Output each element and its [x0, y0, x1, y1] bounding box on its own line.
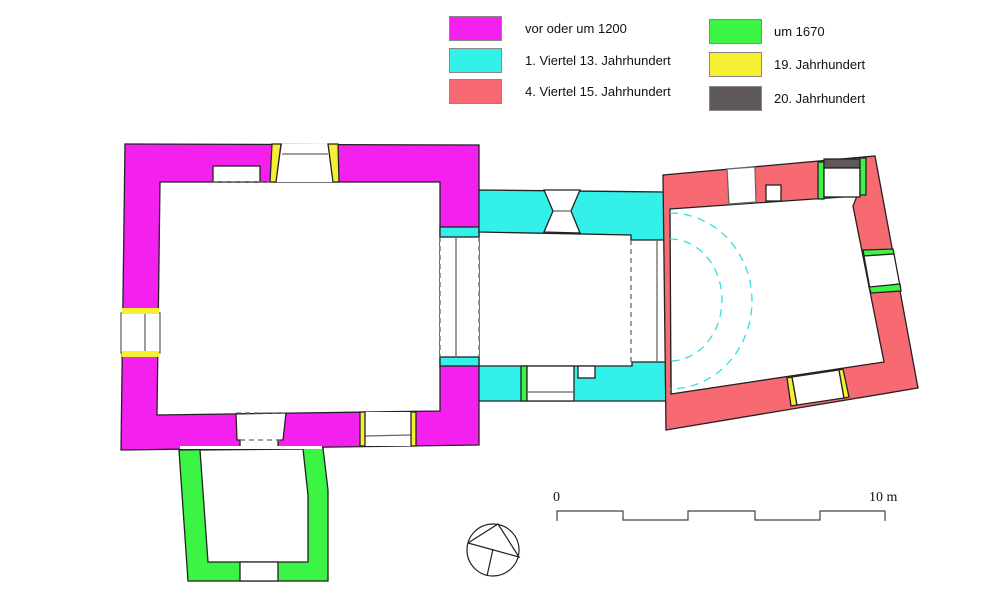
- former-apse-inner: [669, 238, 723, 362]
- choir-south-window: [791, 369, 845, 406]
- main-hall-walls: [120, 143, 480, 451]
- scale-start-label: 0: [553, 490, 560, 505]
- legend-item: 19. Jahrhundert: [709, 52, 865, 77]
- yellow-infill: [269, 143, 282, 183]
- legend-swatch: [449, 16, 502, 41]
- choir-north-window: [726, 166, 757, 205]
- legend-swatch: [709, 19, 762, 44]
- legend-swatch: [709, 86, 762, 111]
- legend-item: um 1670: [709, 19, 825, 44]
- green-infill: [868, 283, 902, 294]
- cyan-infill: [439, 226, 480, 238]
- yellow-infill: [122, 351, 159, 357]
- legend-label: 1. Viertel 13. Jahrhundert: [525, 53, 671, 68]
- north-arrow-icon: [466, 523, 521, 577]
- green-infill: [859, 157, 867, 196]
- modern-infill: [823, 158, 861, 169]
- south-window: [365, 412, 411, 446]
- north-recess: [823, 167, 861, 198]
- legend-label: vor oder um 1200: [525, 21, 627, 36]
- nave-south-wall: [478, 361, 672, 402]
- green-infill: [817, 161, 825, 200]
- legend-swatch: [709, 52, 762, 77]
- south-opening: [526, 365, 575, 402]
- niche: [765, 184, 782, 202]
- former-apse-outer: [669, 212, 753, 390]
- legend-swatch: [449, 48, 502, 73]
- annex-opening: [239, 561, 279, 582]
- legend-label: 19. Jahrhundert: [774, 57, 866, 72]
- niche: [212, 165, 261, 183]
- scale-end-label: 10 m: [869, 490, 898, 505]
- legend-item: vor oder um 1200: [449, 16, 627, 41]
- legend-swatch: [449, 79, 502, 104]
- green-infill: [520, 365, 528, 402]
- west-opening: [120, 312, 161, 354]
- cyan-infill: [439, 356, 480, 367]
- yellow-infill: [122, 308, 159, 314]
- scale-bar: [556, 510, 886, 521]
- legend-item: 20. Jahrhundert: [709, 86, 865, 111]
- legend-label: 20. Jahrhundert: [774, 91, 866, 106]
- east-window: [863, 253, 901, 290]
- south-door: [235, 412, 287, 450]
- niche: [577, 365, 596, 379]
- yellow-infill: [410, 411, 417, 447]
- legend-label: 4. Viertel 15. Jahrhundert: [525, 84, 671, 99]
- annex-walls: [178, 447, 329, 582]
- yellow-infill: [838, 368, 850, 399]
- legend-item: 4. Viertel 15. Jahrhundert: [449, 79, 671, 104]
- legend-label: um 1670: [774, 24, 825, 39]
- yellow-infill: [327, 143, 340, 183]
- east-opening: [440, 237, 479, 357]
- yellow-infill: [359, 411, 366, 447]
- legend-item: 1. Viertel 13. Jahrhundert: [449, 48, 671, 73]
